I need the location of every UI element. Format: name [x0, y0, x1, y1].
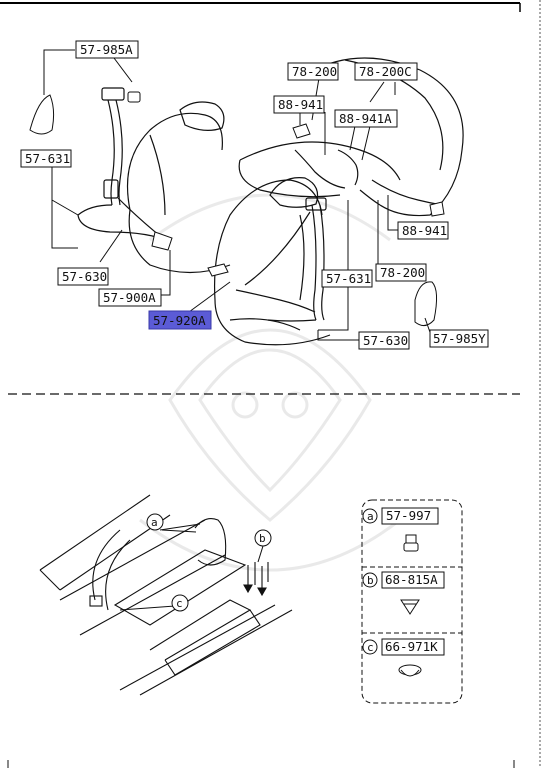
seat-illustration	[126, 57, 464, 346]
legend-key-c: c	[367, 641, 374, 654]
blind-plug-icon	[398, 664, 422, 677]
trim-cover-left	[29, 94, 55, 135]
belt-webbing	[77, 87, 443, 322]
hardware-parts	[29, 91, 445, 326]
label-88-941-top: 88-941	[278, 97, 323, 112]
clip-fastener-icon	[403, 534, 419, 552]
callout-b: b	[259, 532, 266, 545]
label-57-630-right: 57-630	[363, 333, 408, 348]
legend-key-a: a	[367, 510, 374, 523]
push-rivet-icon	[400, 599, 420, 615]
label-88-941A: 88-941A	[339, 111, 392, 126]
legend-part-66-971K: 66-971K	[385, 639, 438, 654]
label-57-920A-highlighted: 57-920A	[153, 313, 206, 328]
callout-a: a	[151, 516, 158, 529]
trim-cover-right	[414, 281, 438, 326]
callout-c: c	[176, 597, 183, 610]
label-57-631-right: 57-631	[326, 271, 371, 286]
lower-callouts: a b c	[146, 513, 272, 612]
label-78-200-right: 78-200	[380, 265, 425, 280]
label-57-985A: 57-985A	[80, 42, 133, 57]
legend-box: a 57-997 b 68-815A c 66-971K	[361, 499, 463, 704]
watermark-emblem	[139, 193, 401, 572]
legend-key-b: b	[367, 574, 374, 587]
legend-part-57-997: 57-997	[386, 508, 431, 523]
label-78-200: 78-200	[292, 64, 337, 79]
legend-part-68-815A: 68-815A	[385, 572, 438, 587]
label-57-900A: 57-900A	[103, 290, 156, 305]
label-57-631-left: 57-631	[25, 151, 70, 166]
corner-marks	[7, 760, 515, 768]
label-78-200C: 78-200C	[359, 64, 412, 79]
label-57-630-left: 57-630	[62, 269, 107, 284]
label-57-985Y: 57-985Y	[433, 331, 486, 346]
upper-callouts: 57-985A 57-631 57-630 57-900A 57-920A 78…	[20, 40, 489, 350]
label-88-941-right: 88-941	[402, 223, 447, 238]
floor-illustration	[39, 494, 293, 696]
